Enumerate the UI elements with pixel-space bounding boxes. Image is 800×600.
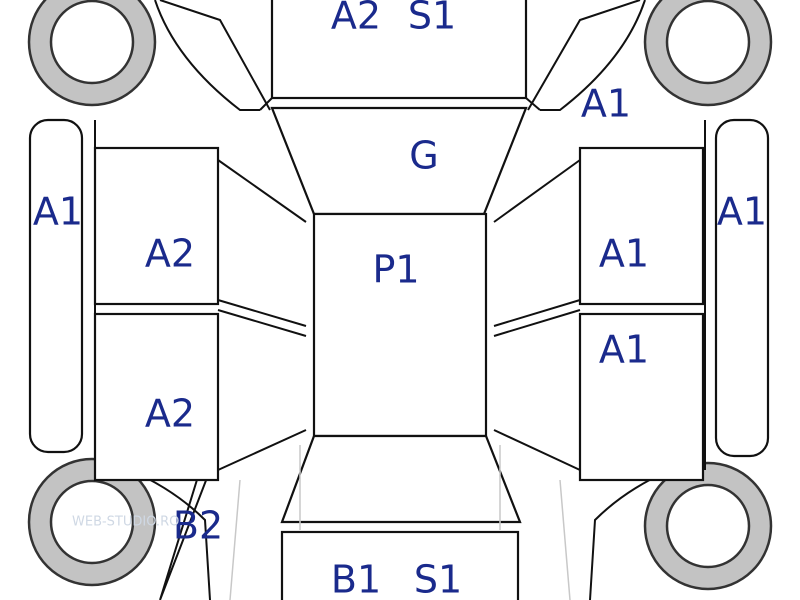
label-roof-top-s: S1 bbox=[408, 0, 456, 38]
left-front-door-panel bbox=[93, 146, 220, 306]
wheel-rear-left bbox=[27, 457, 157, 587]
hood-panel bbox=[270, 0, 528, 100]
label-roof-center: P1 bbox=[372, 248, 419, 292]
pillar-connectors bbox=[217, 97, 581, 471]
label-hood-right: A1 bbox=[581, 82, 631, 126]
label-bottom-s: S1 bbox=[414, 558, 462, 600]
label-rear-left: B2 bbox=[173, 504, 223, 548]
label-left-rear-door: A2 bbox=[145, 392, 195, 436]
label-left-sill: A1 bbox=[33, 190, 83, 234]
left-sill-panel bbox=[28, 118, 84, 454]
wheel-front-right bbox=[643, 0, 773, 107]
windshield-panel bbox=[270, 106, 528, 216]
rear-window-panel bbox=[280, 434, 522, 524]
fender-front-right bbox=[540, 0, 646, 111]
wheel-rear-right bbox=[643, 461, 773, 591]
roof-panel bbox=[312, 212, 488, 438]
right-sill-panel bbox=[714, 118, 770, 458]
label-bottom-b: B1 bbox=[331, 558, 381, 600]
label-right-rear-door: A1 bbox=[599, 328, 649, 372]
rear-guides bbox=[229, 445, 571, 600]
label-windshield: G bbox=[409, 134, 438, 178]
fender-front-left bbox=[154, 0, 260, 111]
watermark-text: WEB-STUDIO.RO bbox=[72, 515, 179, 530]
wheel-front-left bbox=[27, 0, 157, 107]
label-right-sill: A1 bbox=[717, 190, 767, 234]
label-right-front-door: A1 bbox=[599, 232, 649, 276]
right-rear-door-panel bbox=[578, 312, 705, 482]
right-front-door-panel bbox=[578, 146, 705, 306]
label-left-front-door: A2 bbox=[145, 232, 195, 276]
label-roof-top: A2 bbox=[331, 0, 381, 38]
body-outline-right bbox=[527, 0, 706, 470]
left-rear-door-panel bbox=[93, 312, 220, 482]
trunk-panel bbox=[280, 530, 520, 600]
